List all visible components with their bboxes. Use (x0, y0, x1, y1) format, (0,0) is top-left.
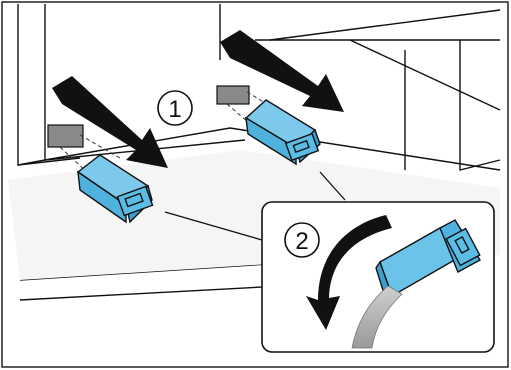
water-stream (351, 285, 403, 349)
pull-out-arrow-icon (220, 30, 344, 112)
slot-left (47, 124, 84, 148)
detail-inset: 2 (261, 201, 495, 353)
water-container-left (76, 154, 154, 224)
step-1-badge: 1 (157, 90, 193, 126)
callout-pointer (164, 171, 346, 241)
water-container-right (244, 99, 321, 166)
pull-out-arrow-icon (52, 76, 168, 168)
step-1-number: 1 (168, 96, 181, 123)
slot-right (216, 85, 250, 105)
step-2-number: 2 (295, 228, 308, 255)
water-container-tipped (375, 219, 481, 302)
tip-out-curved-arrow-icon (306, 215, 392, 330)
step-2-badge: 2 (284, 222, 320, 258)
